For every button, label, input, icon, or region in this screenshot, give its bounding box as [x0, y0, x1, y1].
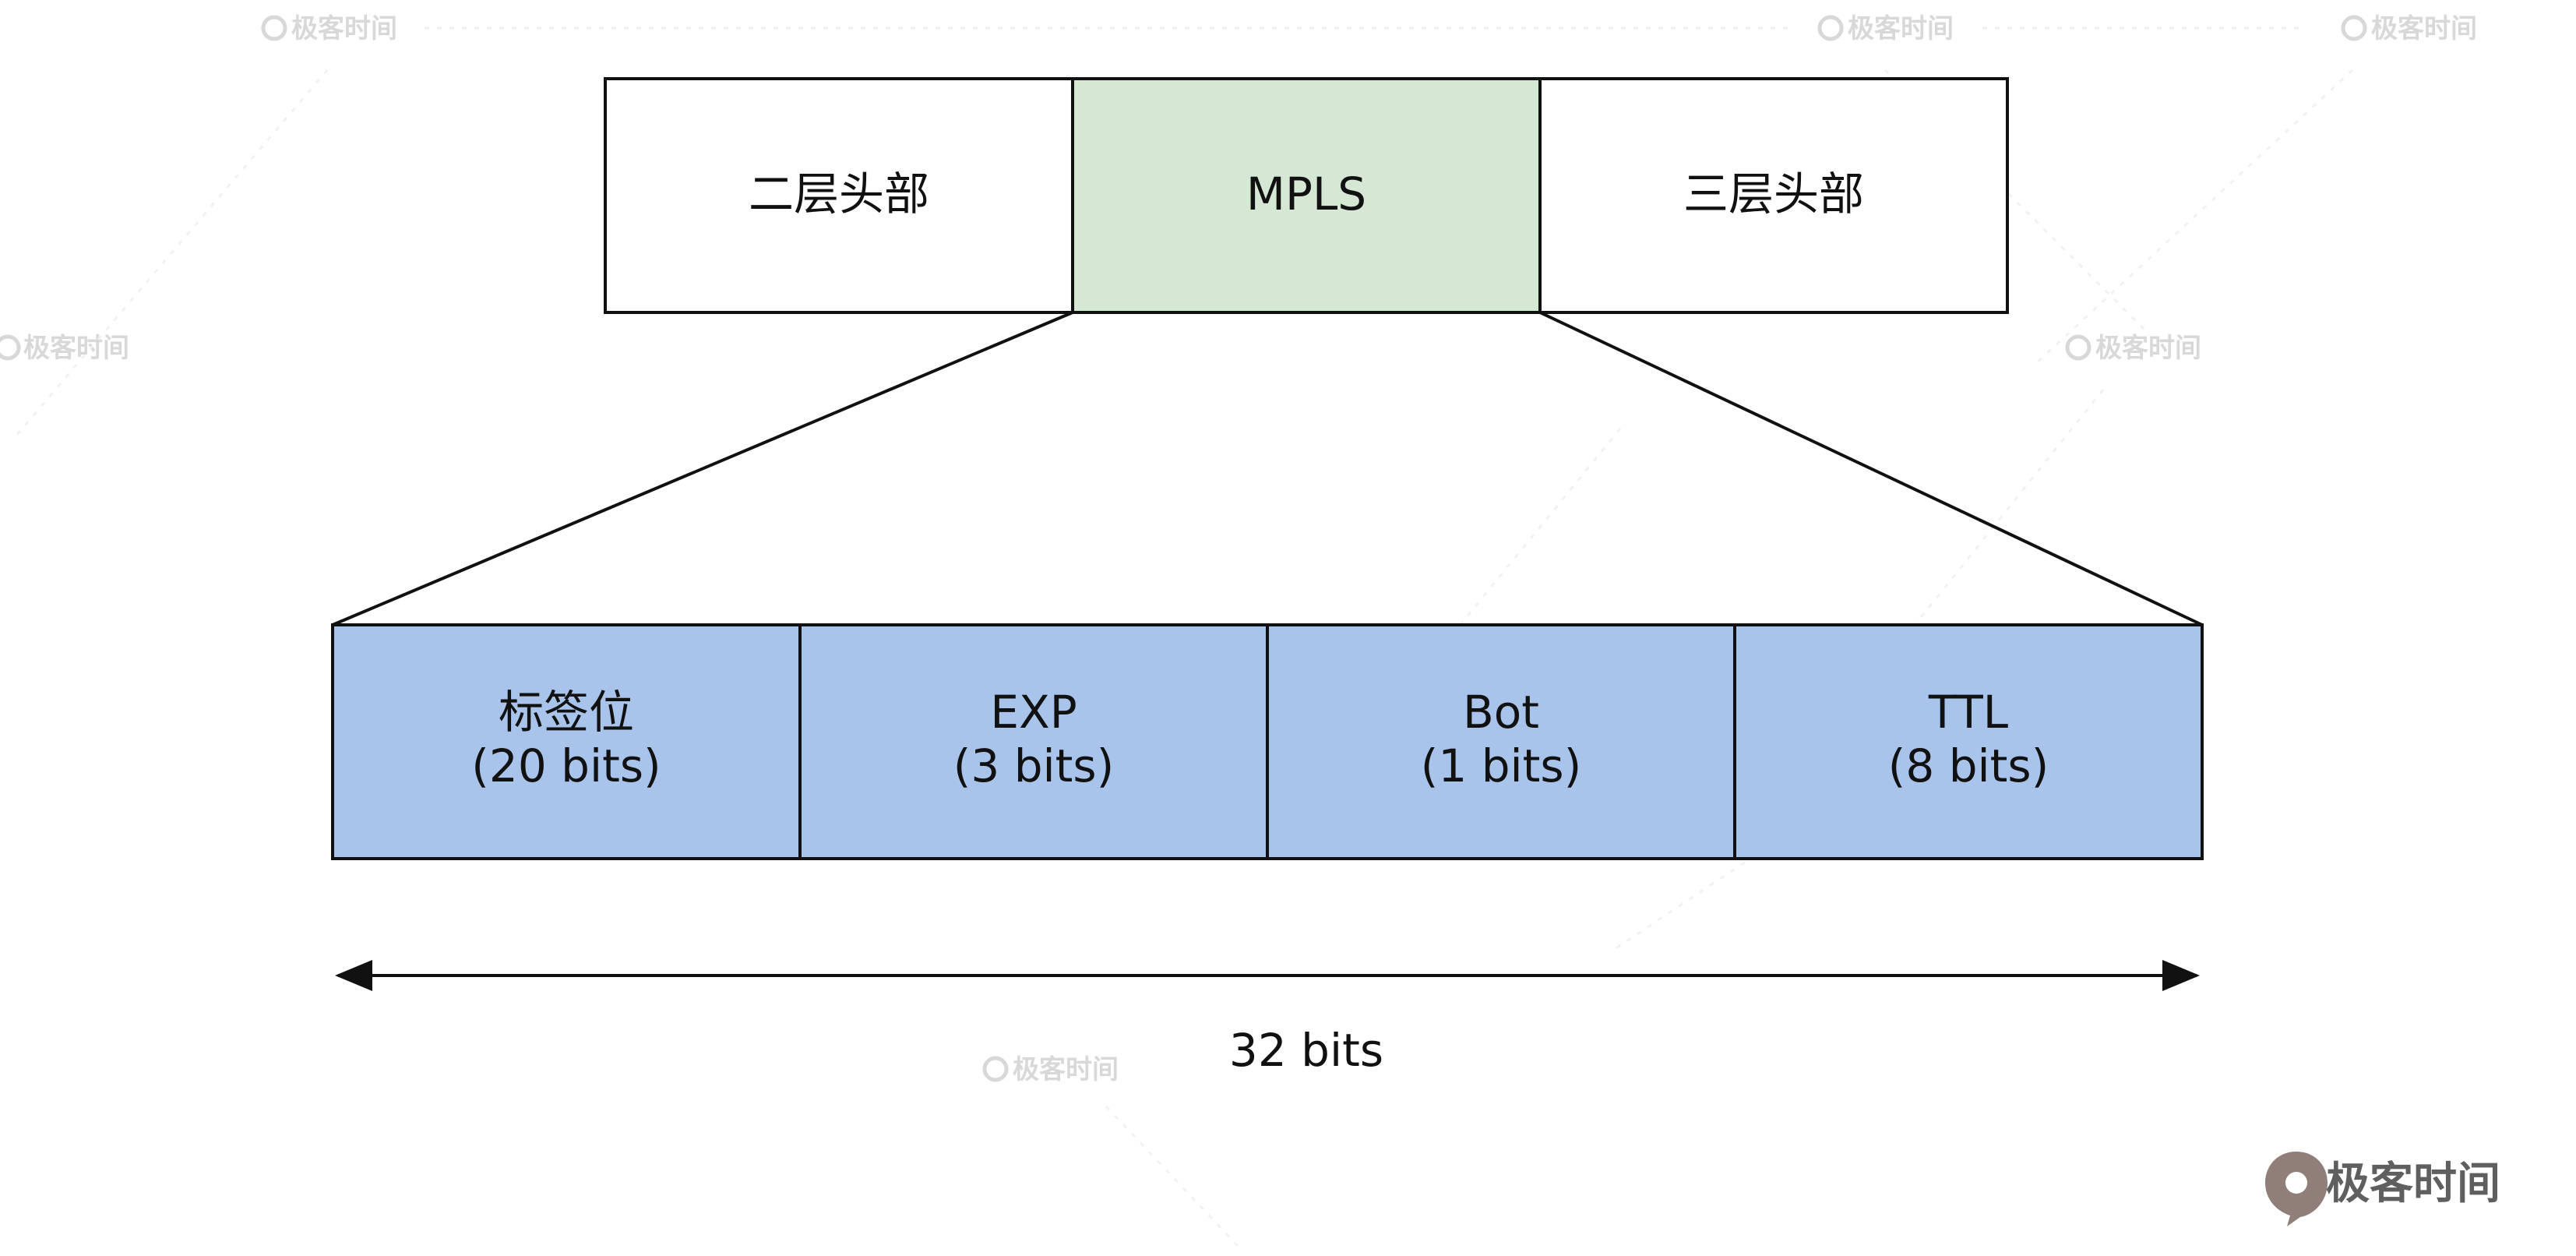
- mpls-header-label: MPLS: [1246, 168, 1366, 221]
- layer3-header-box: [1538, 77, 2009, 314]
- mpls-field-bot: [1266, 623, 1736, 860]
- mpls-field-label-name: 标签位: [499, 686, 634, 739]
- watermark: 极客时间: [2065, 333, 2201, 364]
- expansion-line-right: [1539, 311, 2203, 626]
- watermark: 极客时间: [982, 1054, 1119, 1085]
- mpls-field-exp-bits: (3 bits): [953, 739, 1114, 792]
- mpls-field-bot-bits: (1 bits): [1421, 739, 1581, 792]
- watermark: 极客时间: [1817, 13, 2306, 44]
- watermark-text: 极客时间: [23, 333, 129, 364]
- watermark-text: 极客时间: [2095, 333, 2201, 364]
- watermark-text: 极客时间: [2371, 13, 2477, 44]
- mpls-header-box: [1071, 77, 1542, 314]
- expansion-lines: [332, 311, 2203, 626]
- mpls-field-label: [331, 623, 802, 860]
- packet-header-row: 二层头部 MPLS 三层头部: [604, 77, 2009, 314]
- mpls-field-ttl-bits: (8 bits): [1888, 739, 2049, 792]
- mpls-field-exp-name: EXP: [990, 686, 1077, 739]
- layer2-header-label: 二层头部: [749, 168, 929, 221]
- width-indicator: 32 bits: [335, 960, 2200, 1077]
- watermark: 极客时间: [2341, 13, 2477, 44]
- mpls-field-label-bits: (20 bits): [471, 739, 661, 792]
- watermark-text: 极客时间: [291, 13, 397, 44]
- mpls-field-ttl: [1733, 623, 2204, 860]
- watermark: 极客时间: [261, 13, 1792, 44]
- layer2-header-box: [604, 77, 1074, 314]
- expansion-line-left: [332, 311, 1073, 626]
- layer3-header-label: 三层头部: [1683, 168, 1864, 221]
- brand-logo-text: 极客时间: [2326, 1159, 2500, 1209]
- mpls-field-row: 标签位 (20 bits) EXP (3 bits) Bot (1 bits) …: [331, 623, 2204, 860]
- brand-logo: 极客时间: [2265, 1152, 2500, 1226]
- watermark-text: 极客时间: [1013, 1054, 1119, 1085]
- mpls-field-exp: [798, 623, 1269, 860]
- mpls-field-bot-name: Bot: [1463, 686, 1539, 739]
- watermark-text: 极客时间: [1848, 13, 1954, 44]
- width-label: 32 bits: [1229, 1024, 1383, 1077]
- mpls-field-ttl-name: TTL: [1928, 686, 2008, 739]
- watermark: 极客时间: [0, 333, 129, 364]
